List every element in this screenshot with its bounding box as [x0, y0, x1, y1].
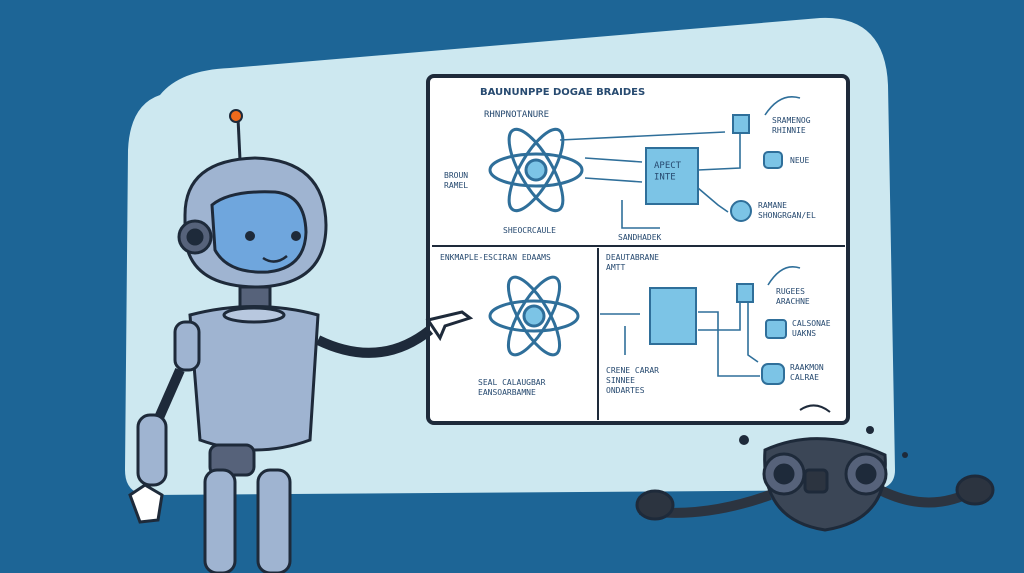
robot-figure [128, 109, 474, 573]
bottom-arrows [600, 300, 760, 377]
top-process-box [645, 147, 699, 205]
top-heading: RHNPNOTANURE [484, 110, 549, 120]
bottom-right-node-2 [765, 319, 787, 339]
top-right-label-2: NEUE [790, 156, 809, 165]
bottom-small-box [736, 283, 754, 303]
top-bottom-caption: SANDHADEK [618, 233, 662, 242]
top-right-node-3 [730, 200, 752, 222]
broken-robot [635, 404, 995, 532]
top-arrows [559, 130, 741, 229]
atom-icon [488, 127, 584, 213]
top-small-box [732, 114, 750, 134]
atom-icon [488, 275, 580, 357]
bottom-process-box [649, 287, 697, 345]
top-right-node-2 [763, 151, 783, 169]
board-title: BAUNUNPPE DOGAE BRAIDES [480, 87, 645, 98]
whiteboard: BAUNUNPPE DOGAE BRAIDES RHNPNOTANURE BRO… [426, 74, 850, 425]
bottom-right-node-3 [761, 363, 785, 385]
top-atom-caption: SHEOCRCAULE [503, 226, 556, 235]
bottom-heading-left: ENKMAPLE-ESCIRAN EDAAMS [440, 253, 551, 262]
